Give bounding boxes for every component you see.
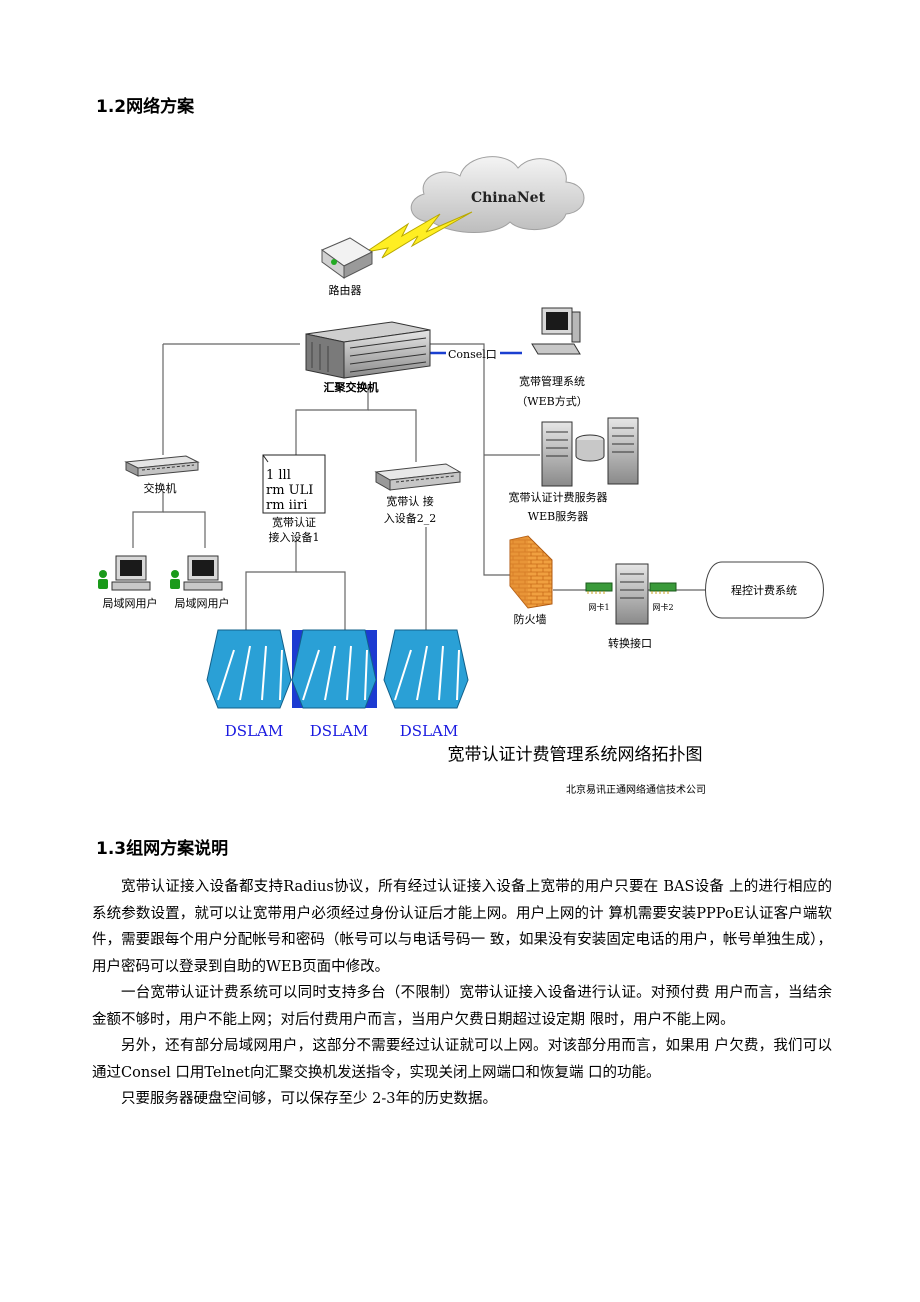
dslam-icon [383,629,469,709]
dslam-label-3: DSLAM [400,722,458,740]
bas1-label-line2: 接入设备1 [269,530,320,544]
dslam-icon [291,629,377,709]
dslam-icon [206,629,292,709]
router-icon [320,237,374,279]
converter-label: 转换接口 [608,636,652,650]
bas1-panel-line1: 1 lll [266,468,291,483]
server-icon [541,417,639,487]
pbx-system-shape [705,561,824,619]
nic2-label: 网卡2 [652,602,673,612]
cloud-label: ChinaNet [471,190,546,206]
body-paragraph: 只要服务器硬盘空间够，可以保存至少 2-3年的历史数据。 [121,1091,497,1107]
access-switch-icon [124,455,200,477]
dslam-label-1: DSLAM [225,722,283,740]
section-heading-1-2: 1.2网络方案 [96,97,195,117]
converter-server-icon [615,563,649,625]
bas-device-2-icon [374,463,462,491]
router-label: 路由器 [329,283,362,297]
bas1-panel-line2: rm ULI [266,483,313,498]
server-label-line2: WEB服务器 [528,510,588,523]
firewall-icon [509,535,553,609]
section-heading-1-3: 1.3组网方案说明 [96,839,229,859]
diagram-credit: 北京易讯正通网络通信技术公司 [566,783,706,796]
nic1-label: 网卡1 [588,602,609,612]
diagram-title: 宽带认证计费管理系统网络拓扑图 [448,745,703,765]
lan-user-pc-icon [98,555,151,591]
nic-2-icon [649,582,677,594]
body-paragraph: 另外，还有部分局域网用户，这部分不需要经过认证就可以上网。对该部分用而言，如果用… [92,1038,832,1081]
mgmt-label-line2: （WEB方式） [516,394,587,408]
core-switch-label: 汇聚交换机 [324,380,379,394]
firewall-label: 防火墙 [514,612,547,626]
core-switch-icon [305,321,431,379]
switch-label: 交换机 [144,481,177,495]
section-body: 宽带认证接入设备都支持Radius协议，所有经过认证接入设备上宽带的用户只要在 … [92,874,832,1113]
bas-device-1-icon [262,454,326,514]
lightning-bolt-icon [365,211,473,259]
cloud-icon [410,156,585,233]
lan-user-pc-icon [170,555,223,591]
dslam-label-2: DSLAM [310,722,368,740]
lan-user-label-1: 局域网用户 [103,596,158,610]
network-topology-diagram: ChinaNet 路由器 汇聚交换机 Consel口 宽带管理系统 （WEB方式… [98,156,824,796]
pbx-label: 程控计费系统 [731,583,797,597]
bas2-label-line2: 入设备2_2 [384,511,437,525]
nic-1-icon [585,582,613,594]
bas2-label-line1: 宽带认 接 [386,494,434,508]
lan-user-label-2: 局域网用户 [175,596,230,610]
mgmt-label-line1: 宽带管理系统 [519,374,585,388]
bas1-label-line1: 宽带认证 [272,515,316,529]
management-pc-icon [531,307,581,355]
body-paragraph: 一台宽带认证计费系统可以同时支持多台（不限制）宽带认证接入设备进行认证。对预付费… [92,985,832,1028]
console-label: Consel口 [448,348,497,361]
bas1-panel-line3: rm iiri [266,498,307,513]
body-paragraph: 宽带认证接入设备都支持Radius协议，所有经过认证接入设备上宽带的用户只要在 … [92,879,832,975]
server-label-line1: 宽带认证计费服务器 [509,490,608,504]
